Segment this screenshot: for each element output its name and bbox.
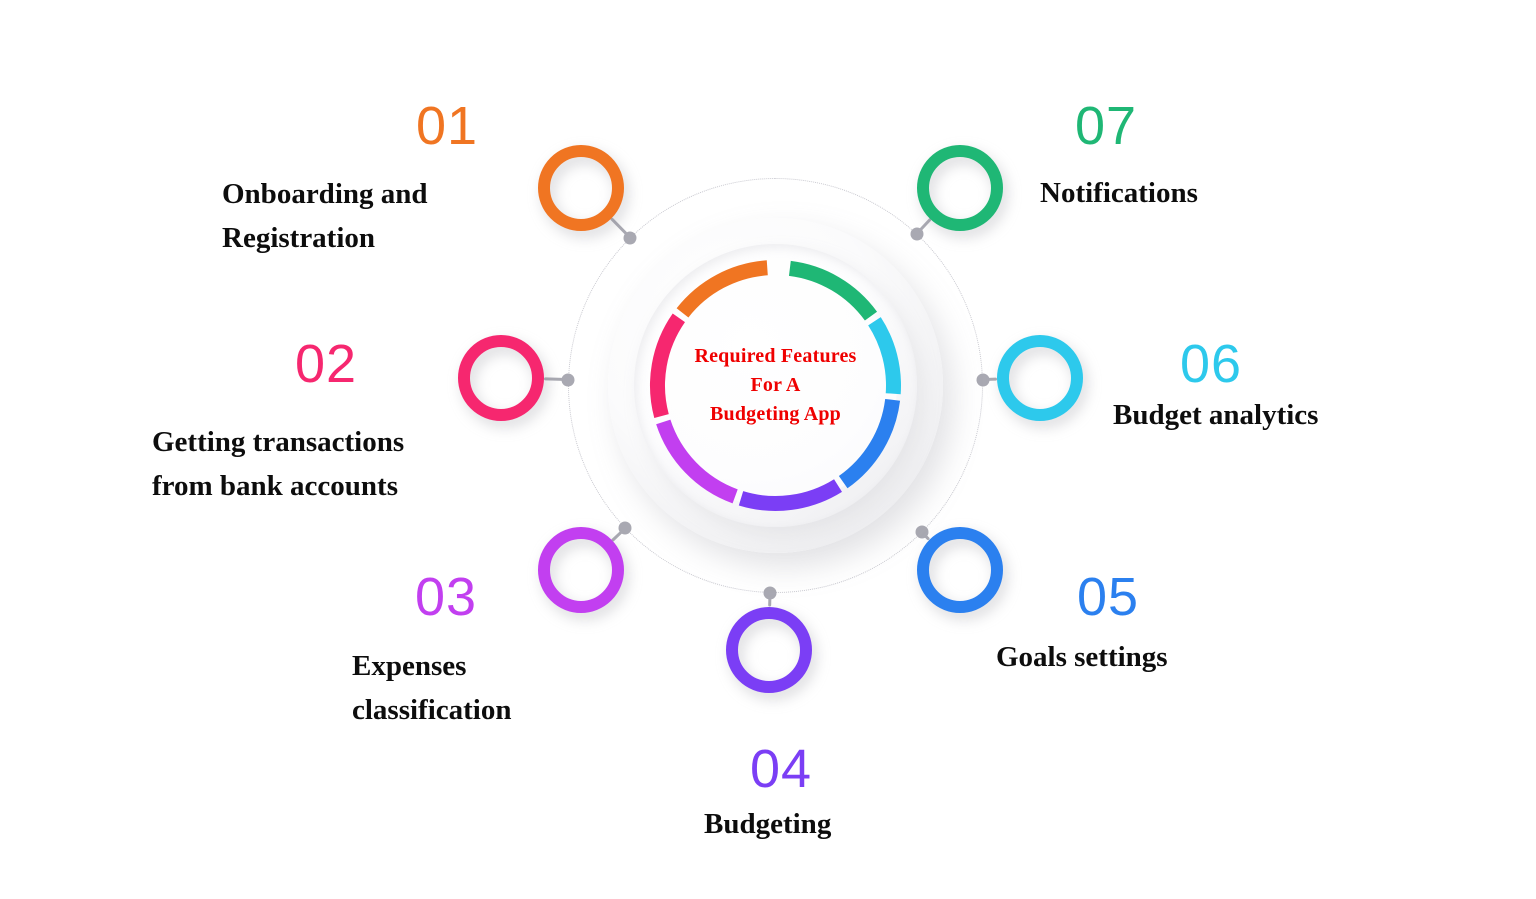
feature-ring-07[interactable] <box>917 145 1003 231</box>
feature-ring-01[interactable] <box>538 145 624 231</box>
feature-number-01: 01 <box>416 96 479 156</box>
feature-label-06: Budget analytics <box>1113 399 1319 431</box>
feature-ring-06[interactable] <box>997 335 1083 421</box>
donut-segment-04 <box>738 479 843 511</box>
feature-number-03: 03 <box>415 567 478 627</box>
donut-segment-03 <box>656 419 738 504</box>
feature-ring-05[interactable] <box>917 527 1003 613</box>
donut-segment-01 <box>676 260 768 318</box>
feature-ring-02[interactable] <box>458 335 544 421</box>
feature-label-05: Goals settings <box>996 641 1168 673</box>
donut-segment-06 <box>868 317 901 395</box>
donut-segment-07 <box>788 260 878 321</box>
feature-label-02: Getting transactions from bank accounts <box>152 426 405 502</box>
connector-node-03 <box>618 521 632 535</box>
donut-segment-05 <box>838 398 901 489</box>
feature-number-07: 07 <box>1075 96 1138 156</box>
donut-chart <box>650 260 901 511</box>
feature-number-02: 02 <box>295 334 358 394</box>
feature-ring-03[interactable] <box>538 527 624 613</box>
feature-number-05: 05 <box>1077 567 1140 627</box>
feature-number-06: 06 <box>1180 334 1243 394</box>
feature-ring-04[interactable] <box>726 607 812 693</box>
donut-segment-02 <box>650 313 686 418</box>
feature-label-07: Notifications <box>1040 177 1198 209</box>
connector-node-07 <box>910 227 924 241</box>
center-hub: Required Features For A Budgeting App <box>608 218 943 553</box>
feature-label-04: Budgeting <box>704 808 832 840</box>
connector-node-02 <box>561 373 575 387</box>
feature-label-03: Expenses classification <box>352 650 512 726</box>
feature-label-01: Onboarding and Registration <box>222 178 428 254</box>
feature-number-04: 04 <box>750 739 813 799</box>
connector-node-06 <box>976 373 990 387</box>
connector-node-04 <box>763 586 777 600</box>
connector-node-01 <box>623 231 637 245</box>
connector-node-05 <box>915 525 929 539</box>
